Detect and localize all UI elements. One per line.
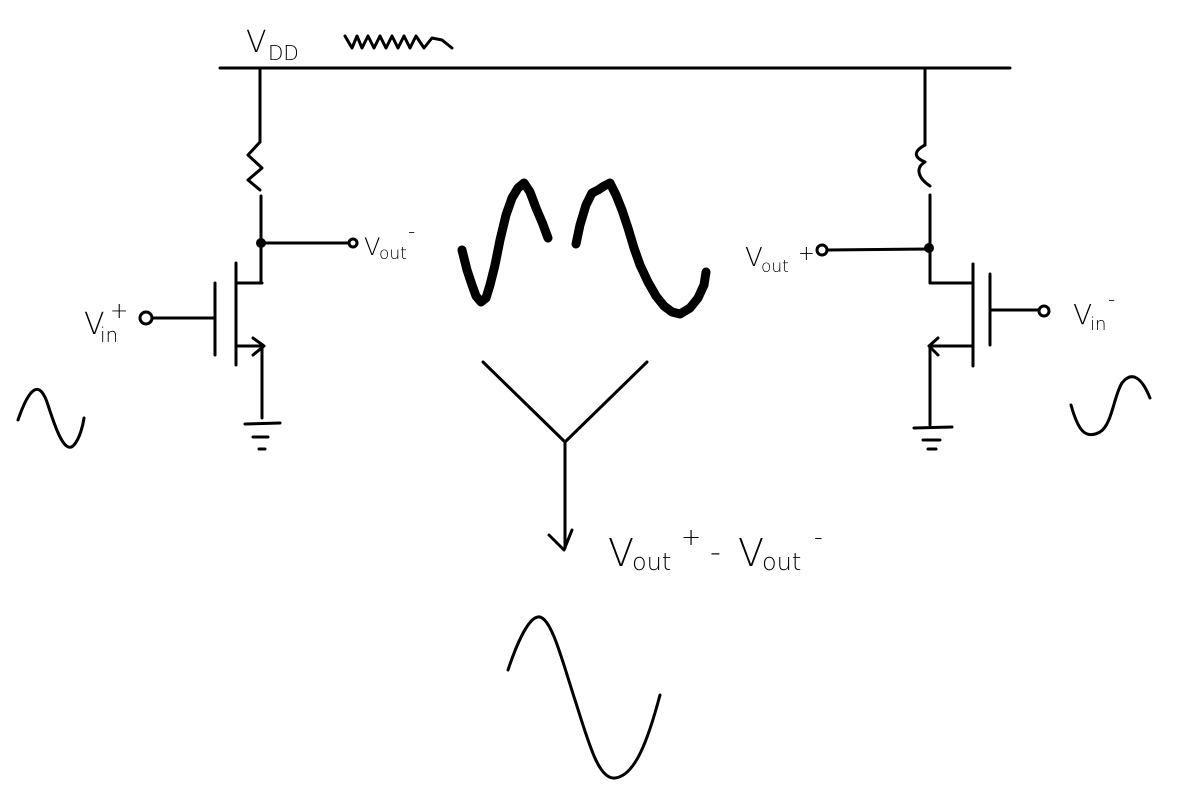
noisy-wave-right [571,178,711,319]
vout-minus-label: V [364,233,380,261]
diff-label-b: V [738,531,764,575]
left-source-arrow-icon [251,336,266,357]
vout-minus-terminal [347,237,359,249]
vout-plus-terminal [815,243,829,257]
diff-label-a: V [608,531,634,575]
arrow-down-icon [547,528,574,552]
diff-label-a-sup: + [681,523,701,551]
vin-plus-sup: + [110,299,128,324]
right-ground-icon [912,425,954,451]
right-resistor [914,143,932,188]
left-input-sine [16,387,86,449]
diff-label-b-sup: - [814,523,823,551]
vout-minus-sub: out [379,244,407,264]
vout-plus-sub: out [761,257,789,277]
left-ground-icon [243,421,282,451]
vdd-label: V [246,25,267,60]
vout-plus-label: V [745,243,763,273]
output-sine [506,615,662,780]
vin-plus-label: V [84,307,105,342]
vout-plus-sup: + [798,241,815,265]
vdd-label-sub: DD [268,41,299,65]
vin-minus-sub: in [1090,314,1106,335]
vin-plus-sub: in [100,323,118,347]
right-output-wire [826,247,931,252]
vin-minus-terminal [1037,304,1051,318]
vin-minus-label: V [1073,298,1092,331]
combiner-right-branch [563,360,649,444]
diff-label-a-sub: out [632,548,671,576]
left-resistor [246,140,264,192]
diff-operator: - [710,535,721,570]
vout-minus-sup: - [408,219,415,243]
combiner-left-branch [481,360,567,444]
noisy-wave-left [457,178,553,307]
vin-plus-terminal [138,310,154,326]
diff-label-b-sub: out [762,548,801,576]
right-input-sine [1069,375,1152,437]
vdd-noise-scribble [343,34,454,50]
vin-minus-sup: - [1108,287,1115,311]
